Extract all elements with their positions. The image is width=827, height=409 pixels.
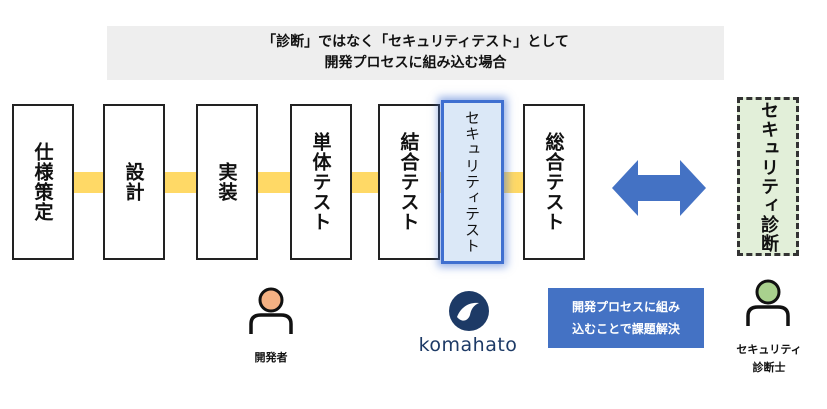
double-arrow-icon xyxy=(612,160,706,216)
step-spec-label: 仕様策定 xyxy=(31,142,54,222)
solution-line-2: 込むことで課題解決 xyxy=(572,322,680,336)
bird-logo-icon xyxy=(449,291,489,331)
step-security-test: セキュリティテスト xyxy=(441,100,504,264)
step-implementation-label: 実装 xyxy=(215,162,238,202)
step-design-label: 設計 xyxy=(122,162,145,202)
auditor-caption-line-2: 診断士 xyxy=(752,361,786,374)
step-unit-test: 単体テスト xyxy=(290,104,352,260)
solution-badge: 開発プロセスに組み 込むことで課題解決 xyxy=(548,288,704,348)
title-line-1: 「診断」ではなく「セキュリティテスト」として xyxy=(262,34,569,50)
title-line-2: 開発プロセスに組み込む場合 xyxy=(324,55,507,71)
step-design: 設計 xyxy=(103,104,165,260)
title-banner: 「診断」ではなく「セキュリティテスト」として 開発プロセスに組み込む場合 xyxy=(107,26,724,80)
solution-line-1: 開発プロセスに組み xyxy=(571,300,680,314)
step-integration-test-label: 結合テスト xyxy=(397,132,420,232)
step-spec: 仕様策定 xyxy=(12,104,74,260)
auditor-caption: セキュリティ 診断士 xyxy=(722,341,816,377)
step-system-test-label: 総合テスト xyxy=(542,132,565,232)
step-security-test-label: セキュリティテスト xyxy=(463,110,481,254)
security-diagnosis-label: セキュリティ診断 xyxy=(758,100,779,253)
developer-person-icon xyxy=(249,287,293,334)
auditor-person-icon xyxy=(746,279,790,326)
step-implementation: 実装 xyxy=(196,104,258,260)
step-unit-test-label: 単体テスト xyxy=(309,132,332,232)
auditor-caption-line-1: セキュリティ xyxy=(736,343,802,356)
step-system-test: 総合テスト xyxy=(523,104,585,260)
developer-caption: 開発者 xyxy=(254,351,288,364)
security-diagnosis-box: セキュリティ診断 xyxy=(737,97,799,256)
brand-name: komahato xyxy=(418,334,518,356)
step-integration-test: 結合テスト xyxy=(378,104,440,260)
